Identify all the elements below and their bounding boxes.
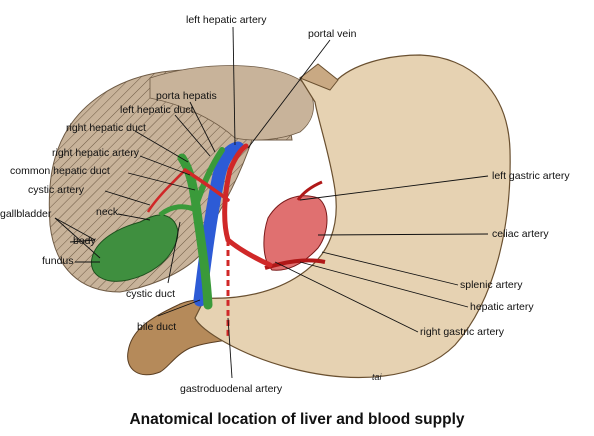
label-gastroduodenal-artery: gastroduodenal artery xyxy=(180,383,283,395)
label-common-hepatic-duct: common hepatic duct xyxy=(10,165,110,177)
label-right-gastric-artery: right gastric artery xyxy=(420,326,505,338)
label-porta-hepatis: porta hepatis xyxy=(156,90,217,102)
label-right-hepatic-artery: right hepatic artery xyxy=(52,147,140,159)
label-neck: neck xyxy=(96,206,119,218)
label-left-gastric-artery: left gastric artery xyxy=(492,170,570,182)
artist-mark: tai xyxy=(372,372,383,382)
label-splenic-artery: splenic artery xyxy=(460,279,523,291)
label-fundus: fundus xyxy=(42,255,74,267)
label-bile-duct: bile duct xyxy=(137,321,176,333)
caption: Anatomical location of liver and blood s… xyxy=(129,411,464,428)
label-right-hepatic-duct: right hepatic duct xyxy=(66,122,146,134)
label-body: body xyxy=(73,235,97,247)
label-hepatic-artery: hepatic artery xyxy=(470,301,534,313)
label-left-hepatic-artery: left hepatic artery xyxy=(186,14,267,26)
label-cystic-duct: cystic duct xyxy=(126,288,175,300)
label-cystic-artery: cystic artery xyxy=(28,184,85,196)
label-left-hepatic-duct: left hepatic duct xyxy=(120,104,194,116)
label-portal-vein: portal vein xyxy=(308,28,357,40)
label-gallbladder: gallbladder xyxy=(0,208,52,220)
label-celiac-artery: celiac artery xyxy=(492,228,549,240)
hepatic-artery xyxy=(225,146,270,265)
